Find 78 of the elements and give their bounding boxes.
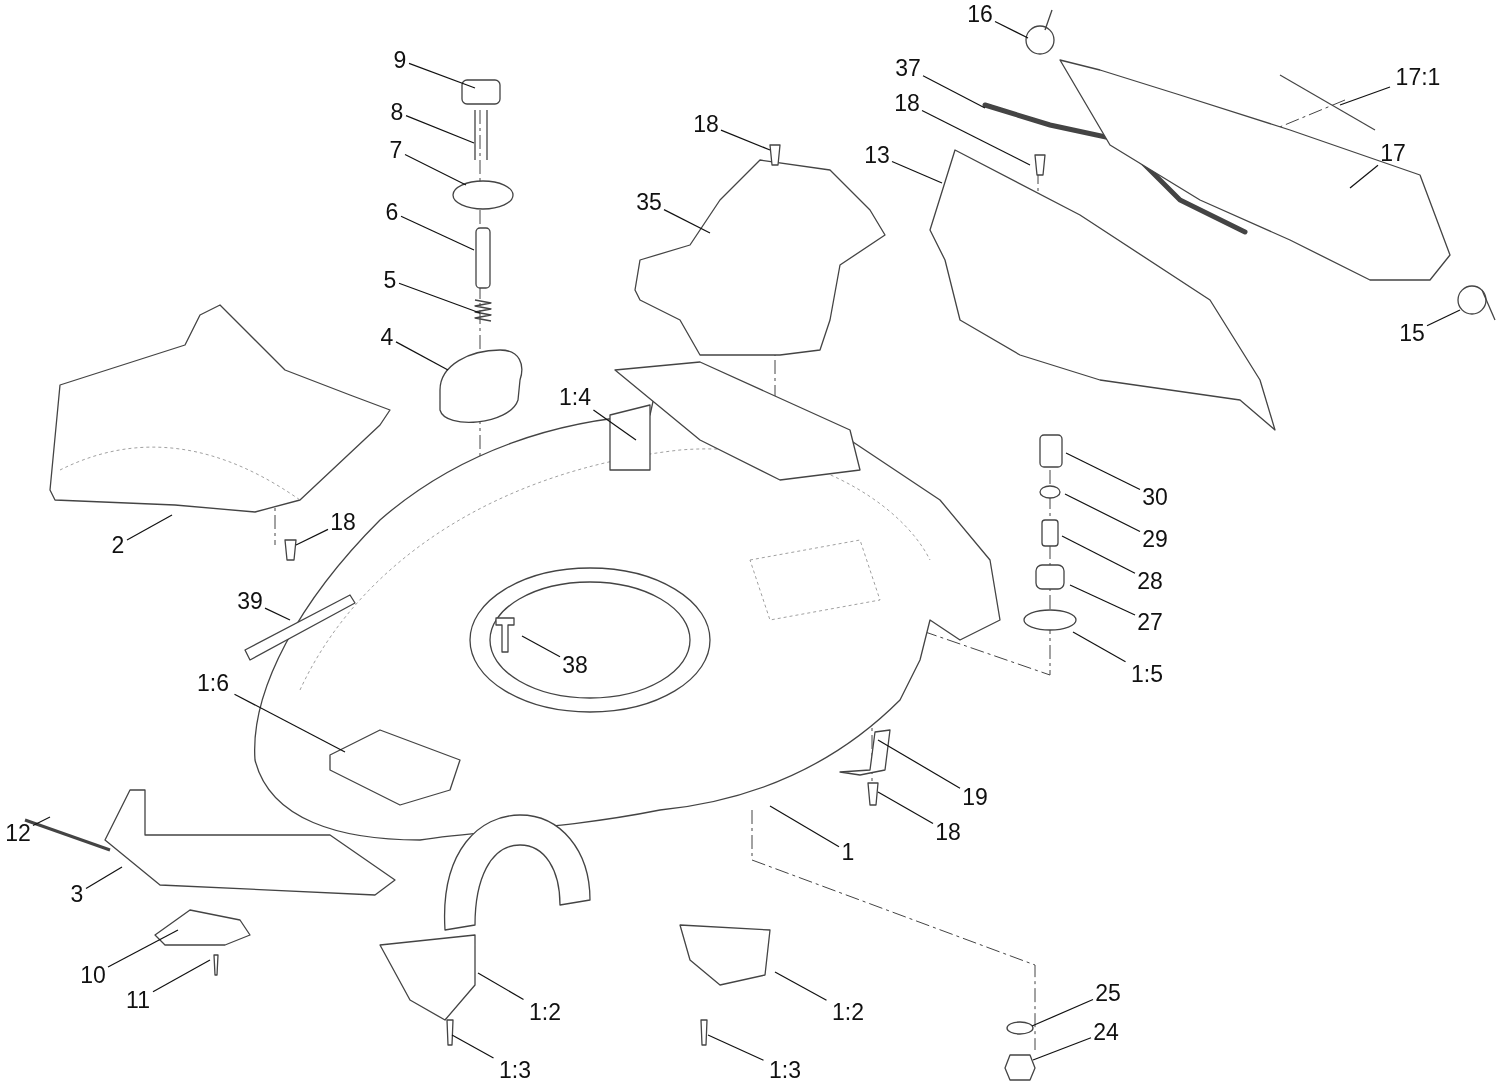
leader-line bbox=[408, 62, 476, 89]
leader-line bbox=[1032, 1037, 1092, 1061]
leader-line bbox=[994, 20, 1029, 39]
callout-number: 1:5 bbox=[1125, 661, 1169, 687]
callout-number: 17 bbox=[1378, 140, 1408, 166]
leader-line bbox=[521, 635, 561, 658]
leader-line bbox=[877, 791, 934, 825]
callout-number: 1:4 bbox=[553, 384, 597, 410]
callout-number: 17:1 bbox=[1390, 64, 1446, 90]
callout-number: 39 bbox=[235, 588, 265, 614]
leader-line bbox=[477, 972, 525, 1001]
callout-number: 16 bbox=[965, 1, 995, 27]
leader-line bbox=[451, 1034, 495, 1059]
leader-line bbox=[398, 282, 481, 314]
leader-line bbox=[1072, 631, 1127, 663]
callout-number: 35 bbox=[634, 189, 664, 215]
callout-number: 18 bbox=[328, 509, 358, 535]
callout-number: 38 bbox=[560, 652, 590, 678]
leader-line bbox=[264, 607, 291, 621]
callout-number: 1:2 bbox=[826, 999, 870, 1025]
leader-line bbox=[1031, 998, 1094, 1027]
callout-number: 7 bbox=[387, 137, 405, 163]
leader-line bbox=[85, 866, 123, 890]
leader-line bbox=[126, 514, 173, 541]
leader-line bbox=[1426, 309, 1461, 327]
leader-line bbox=[1064, 493, 1141, 533]
callout-number: 24 bbox=[1091, 1019, 1121, 1045]
leader-line bbox=[295, 528, 329, 546]
leader-line bbox=[32, 816, 51, 827]
callout-number: 1 bbox=[839, 839, 857, 865]
leader-line bbox=[405, 115, 475, 144]
callout-number: 18 bbox=[892, 90, 922, 116]
leader-line bbox=[774, 971, 828, 1001]
leader-line bbox=[921, 109, 1031, 166]
leader-line bbox=[107, 929, 179, 968]
callout-number: 8 bbox=[388, 99, 406, 125]
callout-number: 19 bbox=[960, 784, 990, 810]
callout-number: 2 bbox=[109, 532, 127, 558]
leader-line bbox=[152, 959, 211, 993]
leader-line bbox=[891, 160, 943, 184]
leader-line bbox=[404, 153, 467, 186]
leader-line bbox=[877, 739, 961, 789]
callout-number: 9 bbox=[391, 47, 409, 73]
callout-number: 1:2 bbox=[523, 999, 567, 1025]
callout-number: 6 bbox=[383, 199, 401, 225]
callout-number: 15 bbox=[1397, 320, 1427, 346]
callout-number: 11 bbox=[123, 987, 153, 1013]
leader-line bbox=[233, 693, 346, 753]
leader-line bbox=[400, 215, 475, 251]
leader-line bbox=[395, 341, 449, 371]
callout-number: 30 bbox=[1140, 484, 1170, 510]
callout-number: 1:6 bbox=[191, 670, 235, 696]
callout-number: 37 bbox=[893, 55, 923, 81]
callout-number: 4 bbox=[378, 324, 396, 350]
callout-number: 29 bbox=[1140, 526, 1170, 552]
leader-line bbox=[769, 805, 840, 848]
callout-number: 1:3 bbox=[493, 1057, 537, 1083]
callout-number: 27 bbox=[1135, 609, 1165, 635]
leader-line bbox=[1339, 86, 1391, 106]
callout-number: 1:3 bbox=[763, 1057, 807, 1083]
callout-number: 28 bbox=[1135, 568, 1165, 594]
leader-line bbox=[1065, 452, 1141, 491]
leader-line bbox=[1061, 535, 1136, 574]
callout-number: 10 bbox=[78, 962, 108, 988]
leader-line bbox=[1069, 584, 1136, 616]
leader-line bbox=[1349, 164, 1379, 189]
callout-number: 5 bbox=[381, 267, 399, 293]
leader-line bbox=[663, 209, 711, 234]
callout-number: 12 bbox=[3, 820, 33, 846]
leader-line bbox=[922, 75, 986, 109]
leader-line bbox=[592, 409, 637, 441]
leader-line bbox=[720, 129, 771, 151]
callout-number: 25 bbox=[1093, 980, 1123, 1006]
callout-number: 18 bbox=[691, 111, 721, 137]
callout-number: 3 bbox=[68, 881, 86, 907]
callout-number: 13 bbox=[862, 142, 892, 168]
callout-number: 18 bbox=[933, 819, 963, 845]
leader-line bbox=[707, 1034, 765, 1061]
